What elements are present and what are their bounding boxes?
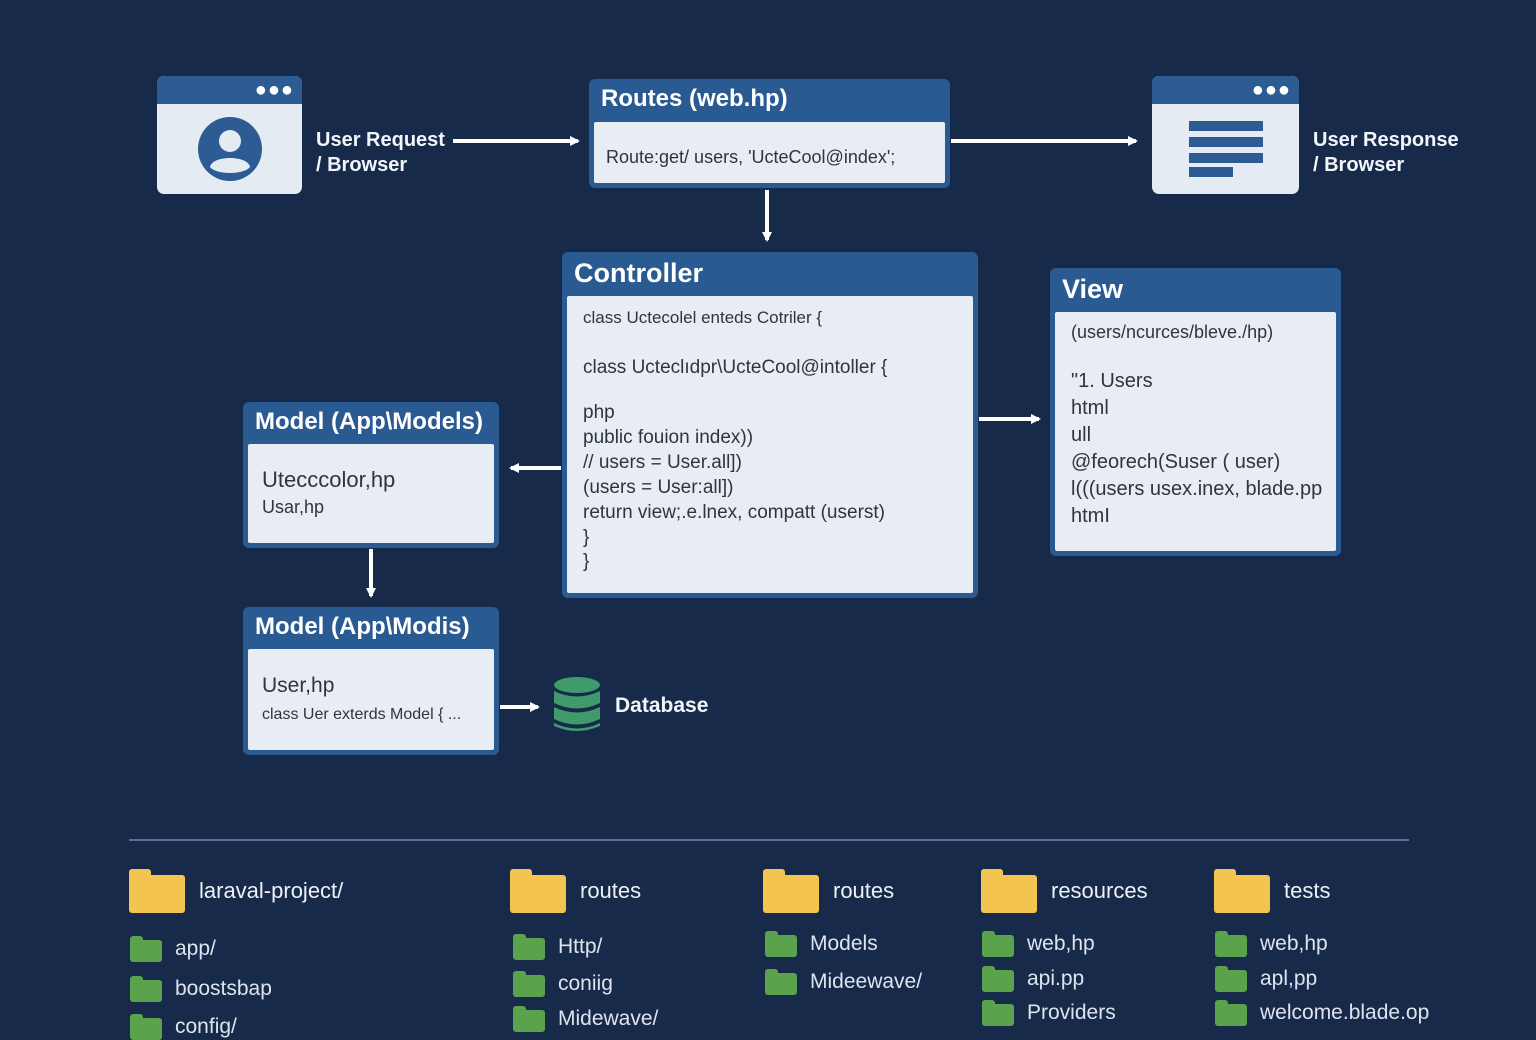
tree-root-label: routes (580, 878, 642, 903)
tree-item[interactable]: Http/ (513, 934, 602, 960)
tree-item[interactable]: coniig (513, 971, 613, 997)
folder-icon (982, 931, 1014, 957)
tree-root-label: resources (1051, 878, 1148, 903)
folder-icon (130, 1014, 162, 1040)
routes-code: Route:get/ users, 'UcteCool@index'; (606, 147, 896, 167)
tree-item[interactable]: web,hp (982, 931, 1095, 957)
code-line: // users = User.all]) (583, 452, 742, 473)
folder-icon (981, 869, 1037, 913)
code-line: return view;.e.lnex, compatt (userst) (583, 502, 885, 523)
divider (129, 839, 1409, 841)
code-line: } (583, 551, 590, 572)
code-line (583, 382, 887, 402)
tree-item[interactable]: boostsbap (130, 976, 272, 1002)
folder-icon (513, 1006, 545, 1032)
code-line (583, 332, 887, 357)
code-line: html (1071, 397, 1109, 419)
view-title: View (1062, 274, 1124, 304)
controller-title: Controller (574, 258, 704, 288)
folder-icon (513, 934, 545, 960)
tree-root-label: laraval-project/ (199, 878, 344, 903)
code-line (1071, 348, 1322, 370)
database-icon (554, 677, 600, 731)
code-line: (users/ncurces/bleve./hp) (1071, 322, 1274, 342)
user-avatar-icon (197, 117, 262, 181)
tree-root-label: routes (833, 878, 895, 903)
model-file-secondary: Usar,hp (262, 497, 325, 517)
tree-root-label: tests (1284, 878, 1331, 903)
folder-icon (765, 931, 797, 957)
tree-column-routes: routes Http/ coniig Midewave/ (510, 868, 750, 1032)
model-title: Model (App\Modis) (255, 613, 470, 640)
model-file-primary: Utecccolor,hp (262, 467, 396, 492)
folder-icon (982, 966, 1014, 992)
folder-icon (130, 936, 162, 962)
folder-icon (1215, 931, 1247, 957)
folder-icon (510, 869, 566, 913)
folder-icon (1215, 966, 1247, 992)
model-title: Model (App\Models) (255, 408, 483, 435)
routes-title: Routes (web.hp) (601, 85, 788, 112)
model-file-primary: User,hp (262, 674, 335, 697)
code-line: public fouion index)) (583, 427, 754, 448)
code-line: php (583, 402, 615, 423)
tree-item[interactable]: app/ (130, 936, 216, 962)
tree-column-laraval-project: laraval-project/ app/ boostsbap config/ (129, 868, 489, 1040)
tree-item[interactable]: Midewave/ (513, 1006, 658, 1032)
response-label: User Response / Browser (1313, 129, 1459, 176)
folder-icon (1215, 1000, 1247, 1026)
document-lines-icon (1188, 121, 1263, 177)
code-line: ull (1071, 424, 1092, 446)
database-label: Database (615, 694, 709, 717)
code-line: (users = User:all]) (583, 477, 734, 498)
tree-column-routes-2: routes Models Mideewave/ (763, 868, 973, 995)
controller-panel: Controller class Uctecolel enteds Cotril… (562, 252, 978, 598)
folder-icon (1214, 869, 1270, 913)
code-line: l(((users usex.inex, blade.pp (1071, 478, 1323, 500)
code-line: @feorech(Suser ( user) (1071, 451, 1281, 473)
folder-icon (763, 869, 819, 913)
view-code: (users/ncurces/bleve./hp) "1. Users html… (1071, 322, 1322, 532)
tree-column-tests: tests web,hp apl,pp welcome.blade.op (1214, 868, 1514, 1026)
code-line: htmI (1071, 505, 1110, 527)
tree-item[interactable]: config/ (130, 1014, 237, 1040)
tree-item[interactable]: Mideewave/ (765, 969, 922, 995)
request-browser-window: ●●● (157, 76, 302, 194)
tree-item[interactable]: Models (765, 931, 878, 957)
request-label: User Request / Browser (316, 129, 445, 176)
controller-code: class Uctecolel enteds Cotriler { class … (583, 308, 887, 575)
window-dots-icon: ●●● (1251, 79, 1291, 101)
routes-panel: Routes (web.hp) Route:get/ users, 'UcteC… (589, 79, 950, 188)
folder-icon (513, 971, 545, 997)
folder-icon (982, 1000, 1014, 1026)
tree-column-resources: resources web,hp api.pp Providers (981, 868, 1206, 1026)
model-panel-modis: Model (App\Modis) User,hp class Uer exte… (243, 607, 499, 755)
response-browser-window: ●●● (1152, 76, 1299, 194)
code-line: "1. Users (1071, 370, 1153, 392)
window-titlebar: ●●● (1152, 76, 1299, 104)
tree-item[interactable]: Providers (982, 1000, 1116, 1026)
tree-item[interactable]: web,hp (1215, 931, 1328, 957)
model-class-line: class Uer exterds Model { ... (262, 706, 462, 723)
folder-icon (765, 969, 797, 995)
window-dots-icon: ●●● (254, 79, 294, 101)
tree-item[interactable]: apl,pp (1215, 966, 1317, 992)
window-titlebar: ●●● (157, 76, 302, 104)
model-panel-models: Model (App\Models) Utecccolor,hp Usar,hp (243, 402, 499, 548)
folder-icon (130, 976, 162, 1002)
tree-item[interactable]: api.pp (982, 966, 1084, 992)
code-line: class Ucteclıdpr\UcteCool@intoller { (583, 357, 888, 378)
view-panel: View (users/ncurces/bleve./hp) "1. Users… (1050, 268, 1341, 556)
folder-icon (129, 869, 185, 913)
code-line: class Uctecolel enteds Cotriler { (583, 308, 823, 327)
code-line: } (583, 527, 590, 548)
tree-item[interactable]: welcome.blade.op (1215, 1000, 1429, 1026)
